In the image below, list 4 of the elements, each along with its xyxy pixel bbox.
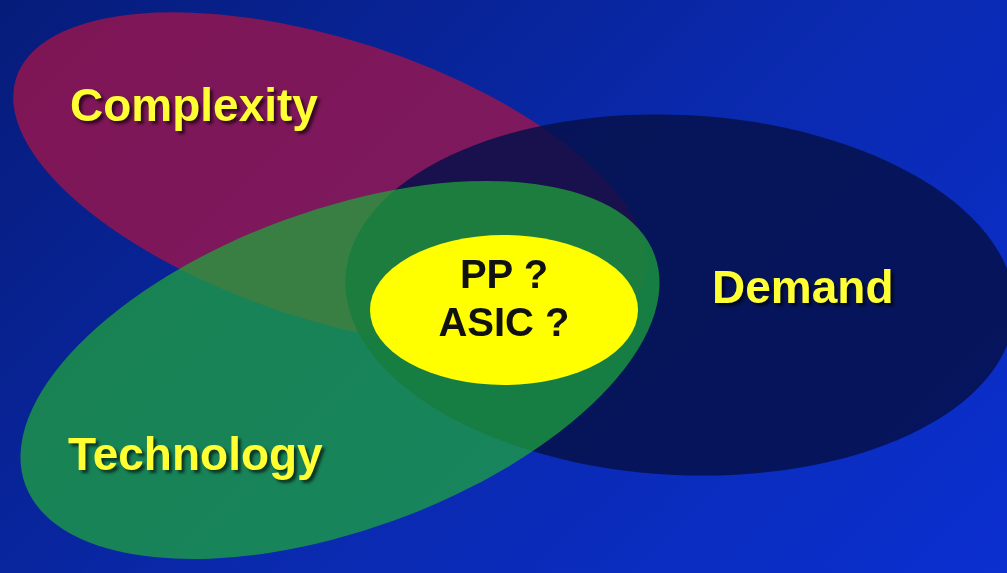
set-label: Complexity xyxy=(70,78,318,132)
set-label: Technology xyxy=(68,427,323,481)
set-label: Demand xyxy=(712,260,894,314)
center-label: PP ? ASIC ? xyxy=(437,251,571,346)
